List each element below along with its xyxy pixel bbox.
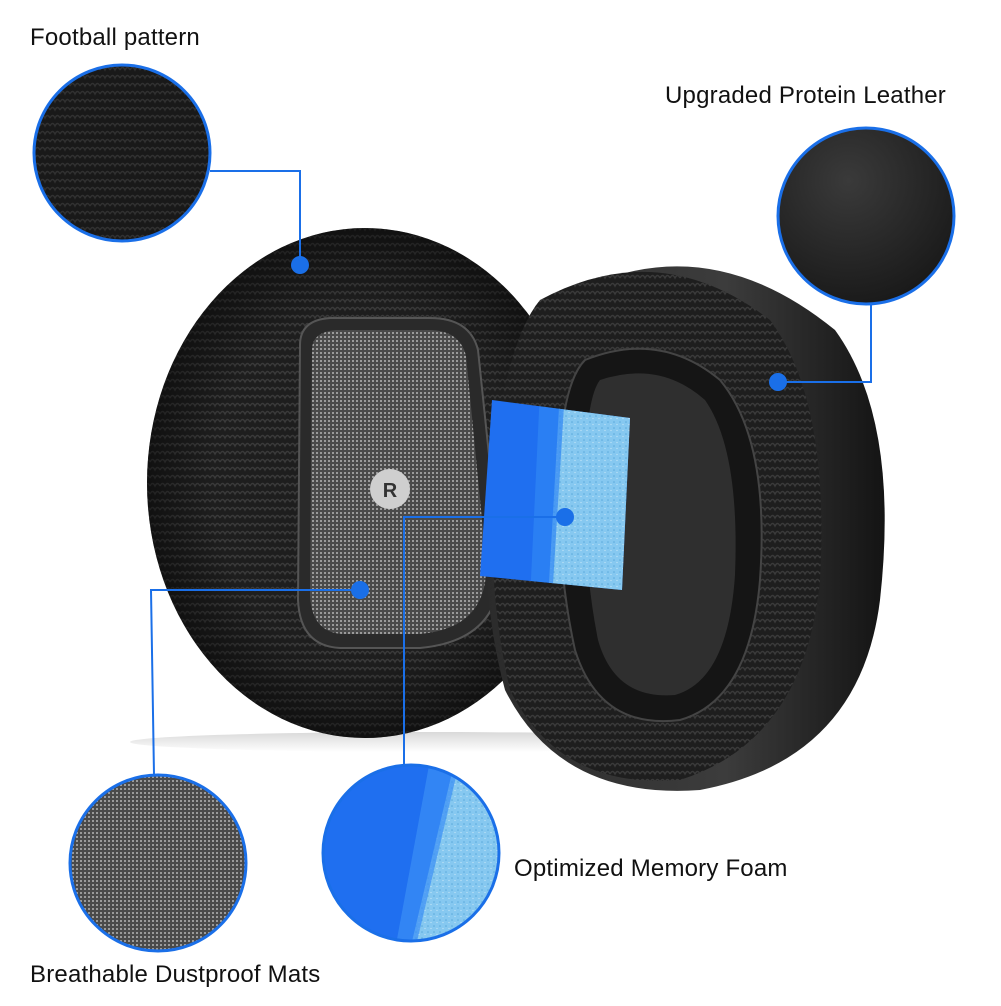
protein-leather-label: Upgraded Protein Leather [665, 82, 946, 109]
dustproof-mats-callout [68, 581, 369, 953]
foam-cutaway [480, 400, 630, 590]
football-pattern-label: Football pattern [30, 24, 200, 51]
protein-leather-callout [769, 126, 956, 391]
badge-letter: R [383, 480, 398, 502]
right-side-badge: R [370, 469, 410, 509]
dustproof-mats-label: Breathable Dustproof Mats [30, 961, 321, 988]
memory-foam-label: Optimized Memory Foam [514, 855, 788, 882]
football-pattern-callout [32, 63, 309, 274]
